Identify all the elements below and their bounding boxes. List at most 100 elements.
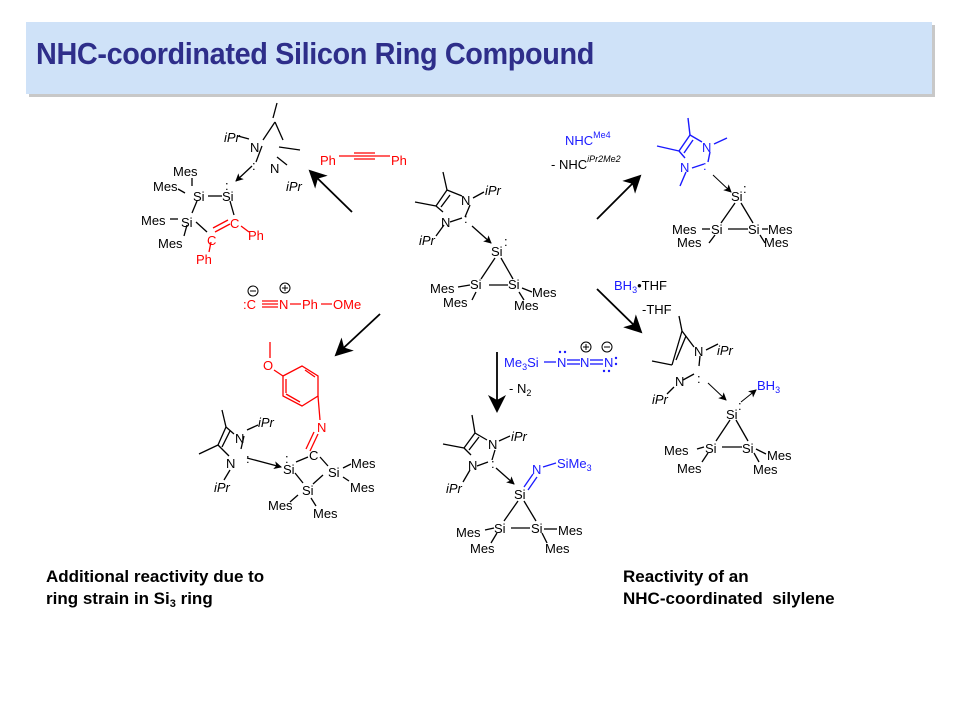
- atom-si: Si: [742, 441, 754, 456]
- atom-si: Si: [193, 189, 205, 204]
- reagent-trimethylsilyl-azide: Me3Si N N N - N2: [504, 341, 618, 398]
- carbene-lone-pair: :: [697, 371, 701, 386]
- mes-label: Mes: [767, 448, 792, 463]
- ipr-label: iPr: [214, 480, 231, 495]
- carbene-lone-pair: :: [491, 456, 495, 471]
- atom-n: N: [675, 374, 684, 389]
- ipr-label: iPr: [258, 415, 275, 430]
- atom-si: Si: [731, 189, 743, 204]
- ipr-label: iPr: [485, 183, 502, 198]
- slide-title: NHC-coordinated Silicon Ring Compound: [36, 36, 594, 71]
- ph-label: Ph: [320, 153, 336, 168]
- ome-label: OMe: [333, 297, 361, 312]
- carbene-lone-pair: :: [464, 211, 468, 226]
- atom-n: N: [461, 193, 470, 208]
- atom-si: Si: [491, 244, 503, 259]
- starting-material-nhc-silylene: [414, 171, 533, 301]
- title-banner: NHC-coordinated Silicon Ring Compound: [26, 22, 932, 94]
- atom-si: Si: [283, 462, 295, 477]
- mes-label: Mes: [753, 462, 778, 477]
- reagent-diphenylacetylene: Ph Ph: [320, 152, 407, 168]
- reaction-arrows: [308, 169, 643, 413]
- ipr-label: iPr: [286, 179, 303, 194]
- atom-n: N: [694, 344, 703, 359]
- mes-label: Mes: [677, 235, 702, 250]
- ipr-label: iPr: [419, 233, 436, 248]
- atom-n: N: [235, 431, 244, 446]
- atom-o: O: [263, 358, 273, 373]
- atom-n: N: [532, 462, 541, 477]
- ph-label: Ph: [248, 228, 264, 243]
- sime3-group: SiMe3: [557, 456, 592, 473]
- mes-label: Mes: [470, 541, 495, 556]
- reagent-isocyanide: :C N Ph OMe: [243, 282, 361, 312]
- atom-si: Si: [470, 277, 482, 292]
- mes-label: Mes: [153, 179, 178, 194]
- product-nhc-me4-silylene: N N : Si : Si Si Mes Mes Mes Mes: [656, 117, 793, 250]
- arrow-nhc-exchange: [596, 174, 642, 220]
- ipr-label: iPr: [446, 481, 463, 496]
- caption-line: Reactivity of an: [623, 567, 749, 586]
- mes-label: Mes: [514, 298, 539, 313]
- starting-material-labels: N N iPr iPr : Si : Si Si Mes Mes Mes Mes: [419, 183, 557, 313]
- ph-label: Ph: [302, 297, 318, 312]
- mes-label: Mes: [558, 523, 583, 538]
- atom-si: Si: [222, 189, 234, 204]
- caption-ring-strain: Additional reactivity due to ring strain…: [46, 566, 264, 615]
- bh3-thf-label: BH3•THF: [614, 278, 667, 295]
- atom-n: N: [702, 140, 711, 155]
- atom-si: Si: [494, 521, 506, 536]
- thf-byproduct-label: -THF: [642, 302, 672, 317]
- atom-n: N: [468, 458, 477, 473]
- mes-label: Mes: [677, 461, 702, 476]
- mes-label: Mes: [313, 506, 338, 521]
- isocyanide-carbon: :C: [243, 297, 256, 312]
- atom-c: C: [207, 233, 216, 248]
- nhc-me4-label: NHCMe4: [565, 130, 611, 148]
- product-iminosilacyclobutane: O N iPr N N iPr : Si : C: [198, 342, 376, 521]
- mes-label: Mes: [456, 525, 481, 540]
- si-lone-pair: :: [285, 451, 289, 466]
- si-lone-pair: :: [738, 398, 742, 413]
- atom-si: Si: [328, 465, 340, 480]
- atom-si: Si: [726, 407, 738, 422]
- atom-n: N: [317, 420, 326, 435]
- si-lone-pair: :: [225, 178, 229, 193]
- mes-label: Mes: [443, 295, 468, 310]
- atom-c: C: [309, 448, 318, 463]
- reagent-borane: BH3•THF -THF: [614, 278, 672, 317]
- reagent-nhc-exchange: NHCMe4 - NHCiPr2Me2: [551, 130, 621, 172]
- mes-label: Mes: [268, 498, 293, 513]
- mes-label: Mes: [768, 222, 793, 237]
- atom-si: Si: [711, 222, 723, 237]
- mes-label: Mes: [545, 541, 570, 556]
- atom-si: Si: [302, 483, 314, 498]
- mes-label: Mes: [141, 213, 166, 228]
- atom-si: Si: [508, 277, 520, 292]
- atom-n: N: [488, 437, 497, 452]
- atom-si: Si: [748, 222, 760, 237]
- carbene-lone-pair: :: [252, 158, 256, 173]
- product-silacyclopentene: iPr N N iPr : Si : Si Si Mes Mes Mes Mes…: [141, 102, 303, 267]
- atom-si: Si: [181, 215, 193, 230]
- si-lone-pair: :: [504, 234, 508, 249]
- atom-n: N: [270, 161, 279, 176]
- ph-label: Ph: [196, 252, 212, 267]
- atom-n: N: [226, 456, 235, 471]
- ipr-label: iPr: [224, 130, 241, 145]
- caption-silylene-reactivity: Reactivity of an NHC-coordinated silylen…: [623, 566, 835, 610]
- ipr-label: iPr: [652, 392, 669, 407]
- arrow-isocyanide: [334, 313, 381, 357]
- atom-si: Si: [514, 487, 526, 502]
- mes-label: Mes: [173, 164, 198, 179]
- atom-n: N: [580, 355, 589, 370]
- mes-label: Mes: [430, 281, 455, 296]
- me3si-label: Me3Si: [504, 355, 539, 372]
- carbene-lone-pair: :: [703, 158, 707, 173]
- product-silylene-borane-adduct: N N iPr iPr : Si : BH3 Si Si Mes Mes Mes…: [651, 315, 792, 477]
- mes-label: Mes: [764, 235, 789, 250]
- atom-n: N: [557, 355, 566, 370]
- atom-si: Si: [531, 521, 543, 536]
- caption-line: ring strain in Si3 ring: [46, 589, 213, 610]
- mes-label: Mes: [672, 222, 697, 237]
